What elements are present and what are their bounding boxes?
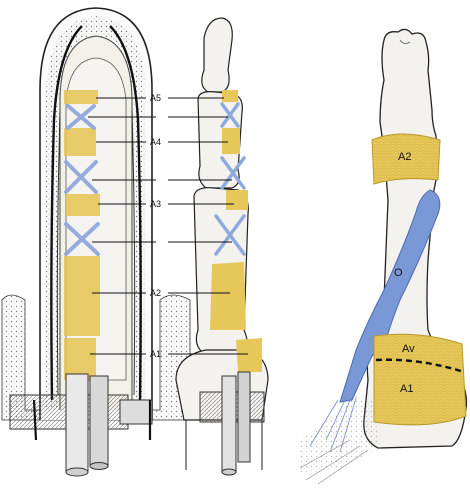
label-a5: A5 [150, 93, 161, 103]
label-a2: A2 [150, 288, 161, 298]
label-a3: A3 [150, 199, 161, 209]
label-a1: A1 [150, 349, 161, 359]
label-av: Av [402, 343, 415, 355]
thumb-pulley-illustration [300, 29, 466, 484]
label-oblique: O [394, 267, 403, 279]
label-thumb-a1: A1 [400, 383, 413, 395]
label-thumb-a2: A2 [398, 151, 411, 163]
middle-finger-bones-illustration [176, 18, 268, 475]
label-a4: A4 [150, 137, 161, 147]
